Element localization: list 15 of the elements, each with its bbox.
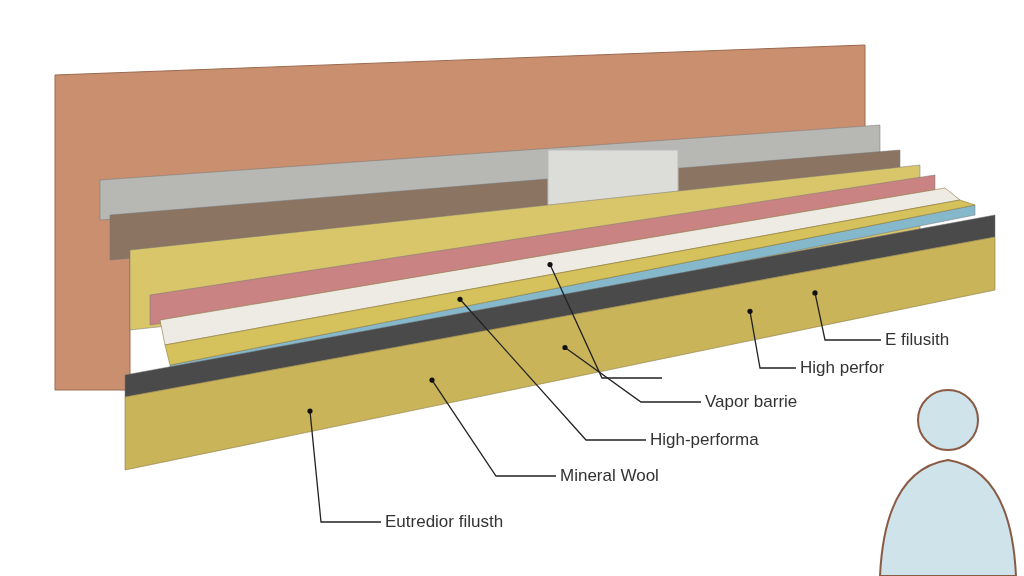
leader-line <box>457 296 647 441</box>
callout-label: Vapor barrie <box>705 392 798 412</box>
foam-board-layer <box>159 187 961 346</box>
callout-label: Mineral Wool <box>560 466 659 486</box>
insulation-slab <box>124 236 996 471</box>
leader-line <box>812 290 882 341</box>
leader-line <box>747 308 797 369</box>
leader-line <box>307 408 382 523</box>
callout-label: E filusith <box>885 330 950 350</box>
callout-label: High-performa <box>650 430 759 450</box>
leader-line <box>429 377 557 477</box>
callout-label: High perfor <box>800 358 885 378</box>
leader-line <box>547 262 663 379</box>
leader-line <box>562 344 702 403</box>
callout-label: Eutredior filusth <box>385 512 504 532</box>
